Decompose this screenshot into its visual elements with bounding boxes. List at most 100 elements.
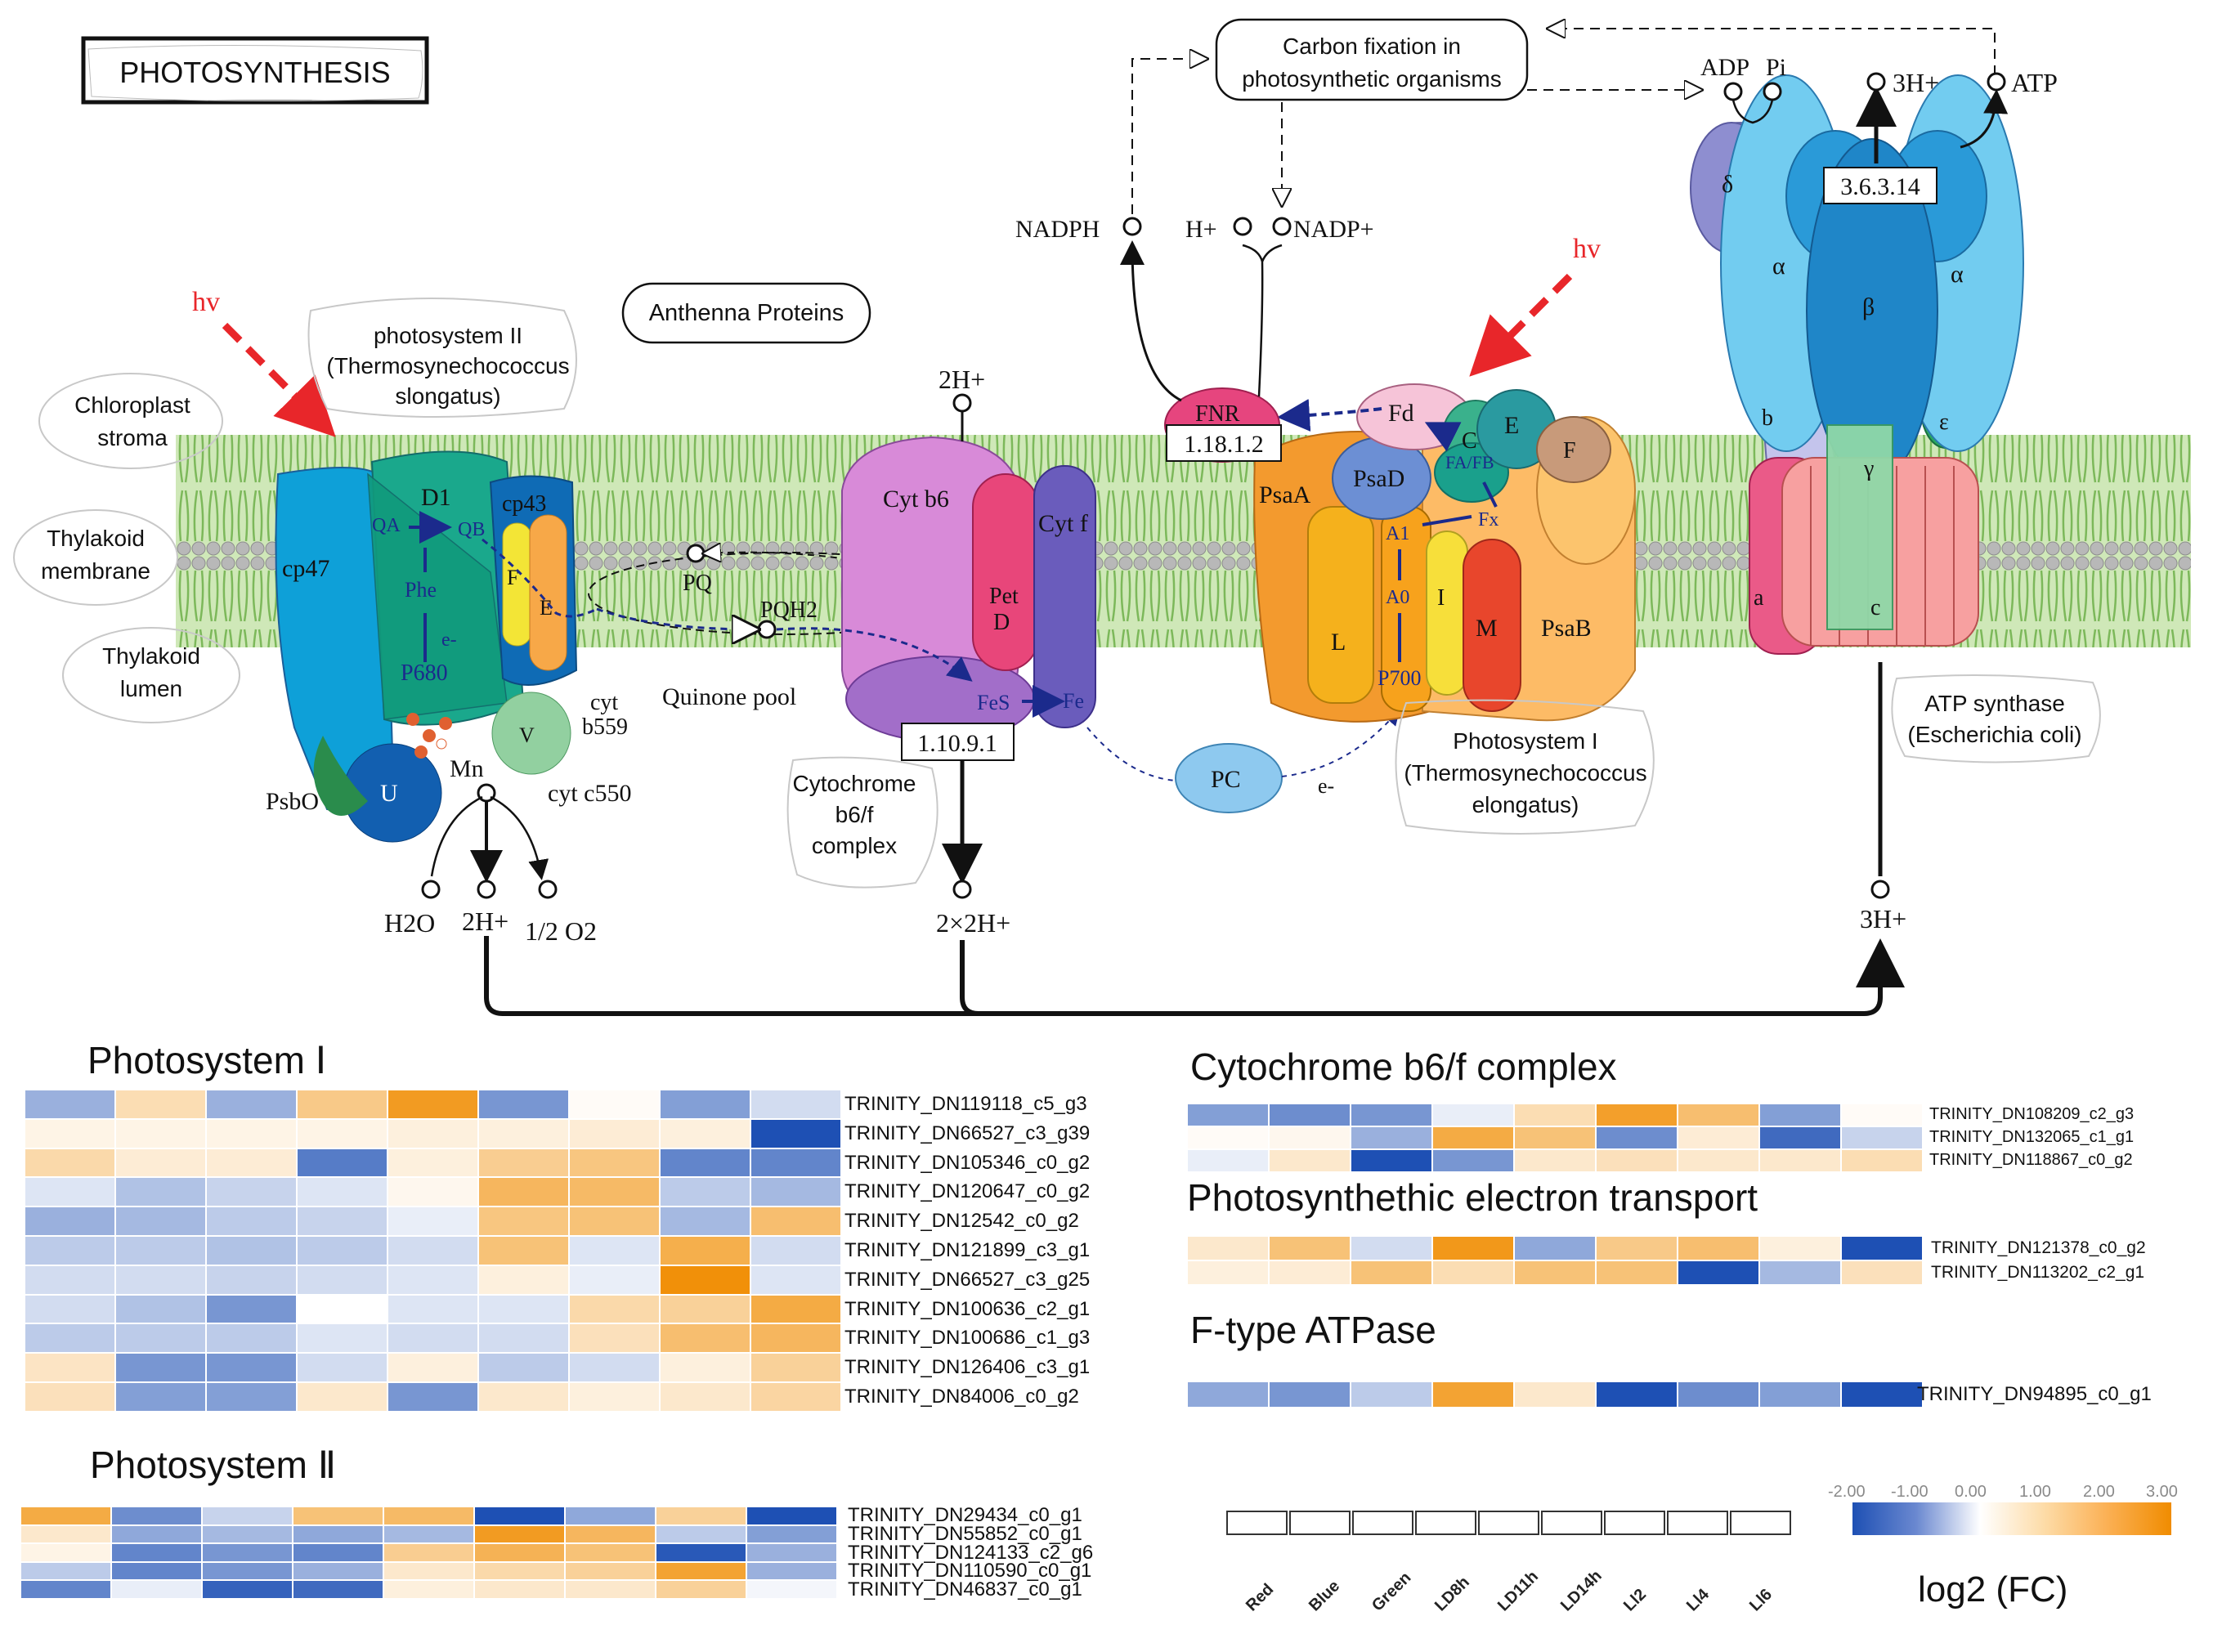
- svg-text:U: U: [380, 780, 398, 807]
- heatmap-cell: [478, 1323, 569, 1354]
- heatmap-cell: [474, 1524, 565, 1544]
- svg-text:photosystem II: photosystem II: [374, 323, 522, 348]
- heatmap-cell: [478, 1236, 569, 1265]
- heatmap-cell: [1678, 1126, 1759, 1149]
- heatmap-cell: [1841, 1260, 1923, 1285]
- heatmap-row-label: TRINITY_DN124133_c2_g6: [848, 1541, 1094, 1564]
- hv-label-ps2: hv: [192, 287, 220, 317]
- svg-text:Cyt b6: Cyt b6: [883, 486, 949, 513]
- sample-box: [1730, 1511, 1791, 1535]
- scale-tick: 2.00: [2083, 1483, 2115, 1501]
- heatmap-row: [1187, 1260, 1923, 1285]
- svg-text:M: M: [1476, 615, 1498, 642]
- svg-text:Photosystem I: Photosystem I: [1453, 728, 1597, 754]
- heatmap-row: [20, 1506, 837, 1525]
- fnr-ec-box: [1166, 424, 1282, 462]
- heatmap-title: Cytochrome b6/f complex: [1190, 1045, 1617, 1088]
- heatmap-row: [20, 1524, 837, 1544]
- heatmap-title: Photosystem Ⅱ: [90, 1444, 337, 1486]
- heatmap-row: [20, 1561, 837, 1581]
- heatmap-cell: [1187, 1149, 1269, 1172]
- svg-text:Phe: Phe: [405, 578, 437, 602]
- heatmap-row-label: TRINITY_DN94895_c0_g1: [1917, 1383, 2152, 1405]
- svg-text:P700: P700: [1378, 666, 1421, 690]
- heatmap-cell: [206, 1265, 297, 1295]
- adp-label: ADP: [1700, 54, 1749, 81]
- heatmap-cell: [1269, 1260, 1351, 1285]
- svg-text:γ: γ: [1863, 456, 1874, 481]
- sample-box: [1478, 1511, 1539, 1535]
- heatmap-row: [20, 1580, 837, 1599]
- svg-text:δ: δ: [1722, 171, 1733, 198]
- svg-text:a: a: [1754, 585, 1764, 611]
- scale-tick: 0.00: [1955, 1483, 1987, 1501]
- heatmap-cell: [1351, 1381, 1432, 1408]
- heatmap-cell: [1759, 1381, 1841, 1408]
- photosynthesis-pathway-diagram: PHOTOSYNTHESIS Chloroplast stroma Thylak…: [13, 18, 2191, 1016]
- heatmap-cell: [569, 1148, 660, 1178]
- heatmap-cell: [115, 1265, 206, 1295]
- heatmap-cell: [1678, 1104, 1759, 1126]
- heatmap-cell: [25, 1382, 115, 1412]
- scale-tick: -2.00: [1828, 1483, 1866, 1501]
- heatmap-cell: [293, 1506, 383, 1525]
- svg-text:P680: P680: [401, 660, 448, 686]
- heatmap-cell: [750, 1148, 841, 1178]
- heatmap-cell: [750, 1382, 841, 1412]
- sample-label: Blue: [1306, 1577, 1344, 1615]
- scale-label: log2 (FC): [1918, 1569, 2068, 1609]
- fnr-label: FNR: [1195, 401, 1240, 427]
- heatmap-cell: [387, 1118, 478, 1148]
- heatmap-cell: [1678, 1236, 1759, 1260]
- heatmap-cell: [206, 1353, 297, 1382]
- heatmap-row-label: TRINITY_DN100636_c2_g1: [844, 1297, 1091, 1320]
- heatmap-cell: [1351, 1126, 1432, 1149]
- svg-text:membrane: membrane: [41, 558, 150, 584]
- heatmap-cell: [1432, 1236, 1514, 1260]
- heatmap-cell: [297, 1090, 387, 1119]
- atp-synthase-name: ATP synthase (Escherichia coli): [1891, 674, 2101, 763]
- heatmap-cell: [387, 1148, 478, 1178]
- heatmap-cell: [660, 1177, 750, 1207]
- heatmap-cell: [25, 1090, 115, 1119]
- scale-tick: -1.00: [1891, 1483, 1929, 1501]
- heatmap-row: [25, 1118, 841, 1148]
- cytochrome-b6f: Cyt b6 Pet D Cyt f FeS Fe 1.10.9.1: [776, 436, 1096, 761]
- svg-text:(Escherichia coli): (Escherichia coli): [1907, 722, 2081, 747]
- heatmap-cell: [293, 1580, 383, 1599]
- heatmap-cell: [387, 1353, 478, 1382]
- photosystem-1: PsaA PsaD Fd C E F L I M PsaB A1 A0 Fx F…: [1253, 383, 1636, 723]
- heatmap-row-label: TRINITY_DN66527_c3_g39: [844, 1121, 1091, 1144]
- heatmap-cell: [1596, 1126, 1678, 1149]
- sample-label: Green: [1369, 1569, 1415, 1615]
- heatmap-cell: [1596, 1236, 1678, 1260]
- heatmap-cell: [746, 1506, 837, 1525]
- heatmap-cell: [1596, 1381, 1678, 1408]
- heatmap-cell: [1269, 1236, 1351, 1260]
- svg-text:1.10.9.1: 1.10.9.1: [917, 730, 997, 757]
- proton-flow-line: [484, 936, 1905, 1016]
- heatmap-cell: [297, 1148, 387, 1178]
- heatmap-cell: [569, 1323, 660, 1354]
- heatmap-cell: [20, 1524, 111, 1544]
- heatmap-cell: [1432, 1126, 1514, 1149]
- svg-text:Fd: Fd: [1388, 400, 1414, 427]
- heatmap-cell: [474, 1561, 565, 1581]
- heatmap-row: [25, 1236, 841, 1265]
- svg-text:b: b: [1762, 405, 1773, 431]
- heatmap-row: [1187, 1126, 1923, 1149]
- svg-text:Carbon fixation in: Carbon fixation in: [1283, 34, 1461, 59]
- heatmap-cell: [387, 1090, 478, 1119]
- heatmap-cell: [746, 1543, 837, 1562]
- heatmap-cell: [115, 1353, 206, 1382]
- heatmap-cell: [383, 1524, 474, 1544]
- heatmap-cell: [202, 1580, 293, 1599]
- heatmap-row-label: TRINITY_DN66527_c3_g25: [844, 1268, 1091, 1291]
- heatmap-cell: [1187, 1104, 1269, 1126]
- nadp-h-label: H+: [1185, 216, 1217, 243]
- svg-text:F: F: [507, 566, 518, 589]
- heatmap-cell: [750, 1353, 841, 1382]
- heatmap-cell: [293, 1543, 383, 1562]
- scale-tick: 1.00: [2019, 1483, 2051, 1501]
- heatmap-cell: [202, 1561, 293, 1581]
